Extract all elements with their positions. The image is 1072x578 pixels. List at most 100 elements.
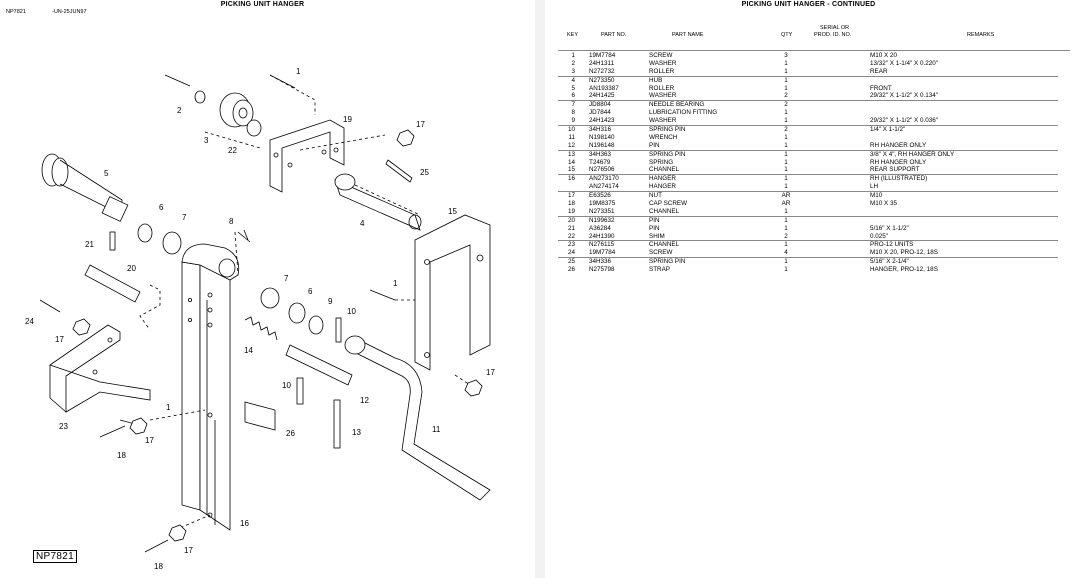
header-qty: QTY: [781, 32, 793, 38]
key-cell: 9: [571, 117, 575, 125]
part-name-cell: SPRING: [649, 158, 674, 166]
table-header: KEY PART NO. PART NAME QTY SERIAL OR PRO…: [545, 25, 1072, 45]
part-name-cell: CHANNEL: [649, 166, 680, 174]
rear-channel-part: [414, 214, 491, 371]
part-no-cell: 24H1425: [589, 92, 615, 100]
spring-part: [244, 316, 278, 341]
part-no-cell: 19M8375: [589, 200, 616, 208]
qty-cell: 1: [784, 141, 788, 149]
callout-10b: 10: [282, 381, 291, 390]
row-divider: [558, 174, 1058, 176]
qty-cell: 1: [784, 241, 788, 249]
callout-5: 5: [104, 169, 109, 178]
part-name-cell: ROLLER: [649, 67, 675, 75]
header-serial-line1: SERIAL OR: [820, 25, 850, 31]
remarks-cell: 1/4" X 1-1/2": [870, 126, 906, 134]
remarks-cell: 0.025": [870, 232, 888, 240]
key-cell: 20: [567, 216, 575, 224]
callout-4: 4: [360, 219, 365, 228]
callout-10: 10: [347, 307, 356, 316]
part-no-cell: E63526: [589, 192, 611, 200]
part-name-cell: ROLLER: [649, 84, 675, 92]
remarks-cell: REAR: [870, 67, 888, 75]
callout-15: 15: [448, 207, 457, 216]
qty-cell: 2: [784, 101, 788, 109]
part-name-cell: PIN: [649, 141, 660, 149]
part-name-cell: CHANNEL: [649, 207, 680, 215]
row-divider: [558, 257, 1058, 259]
front-roller-part: [41, 153, 129, 222]
callout-14: 14: [244, 346, 253, 355]
qty-cell: 1: [784, 84, 788, 92]
part-no-cell: JD8804: [589, 101, 611, 109]
part-no-cell: N196148: [589, 141, 615, 149]
hub-part: [334, 173, 422, 231]
part-no-cell: 34H316: [589, 126, 612, 134]
pin-part: [285, 344, 353, 386]
qty-cell: 1: [784, 109, 788, 117]
remarks-cell: REAR SUPPORT: [870, 166, 920, 174]
part-no-cell: N273350: [589, 76, 615, 84]
part-name-cell: PIN: [649, 224, 660, 232]
row-divider: [558, 149, 1058, 151]
part-no-cell: 19M7784: [589, 249, 616, 257]
part-name-cell: HANGER: [649, 175, 676, 183]
key-cell: 5: [571, 84, 575, 92]
key-cell: 6: [571, 92, 575, 100]
key-cell: 16: [567, 175, 575, 183]
callout-6b: 6: [308, 287, 313, 296]
qty-cell: 1: [784, 117, 788, 125]
part-no-cell: N272732: [589, 67, 615, 75]
qty-cell: 1: [784, 67, 788, 75]
remarks-cell: 29/32" X 1-1/2" X 0.036": [870, 117, 938, 125]
row-divider: [558, 240, 1058, 242]
callout-7b: 7: [284, 274, 289, 283]
row-divider: [558, 215, 1058, 217]
remarks-cell: 3/8" X 4", RH HANGER ONLY: [870, 150, 955, 158]
key-cell: 7: [571, 101, 575, 109]
remarks-cell: PRO-12 UNITS: [870, 241, 914, 249]
key-cell: 22: [567, 232, 575, 240]
qty-cell: 2: [784, 232, 788, 240]
callout-9: 9: [328, 297, 333, 306]
header-remarks: REMARKS: [967, 32, 995, 38]
callout-24: 24: [25, 317, 34, 326]
qty-cell: 1: [784, 216, 788, 224]
key-cell: 15: [567, 166, 575, 174]
header-part-no: PART NO.: [601, 32, 627, 38]
part-name-cell: NEEDLE BEARING: [649, 101, 705, 109]
callout-22: 22: [228, 146, 237, 155]
header-part-name: PART NAME: [672, 32, 704, 38]
part-name-cell: WRENCH: [649, 133, 678, 141]
callout-6: 6: [159, 203, 164, 212]
callout-18b: 18: [154, 562, 163, 571]
callout-12: 12: [360, 396, 369, 405]
diagram-date-code: -UN-25JUN97: [52, 9, 87, 15]
callout-21: 21: [85, 240, 94, 249]
qty-cell: 1: [784, 76, 788, 84]
wrench-part: [344, 335, 491, 501]
key-cell: 1: [571, 52, 575, 59]
part-name-cell: STRAP: [649, 266, 670, 274]
part-no-cell: JD7844: [589, 109, 611, 117]
part-name-cell: SPRING PIN: [649, 258, 686, 266]
key-cell: 13: [567, 150, 575, 158]
remarks-cell: 5/16" X 1-1/2": [870, 224, 909, 232]
part-name-cell: PIN: [649, 216, 660, 224]
